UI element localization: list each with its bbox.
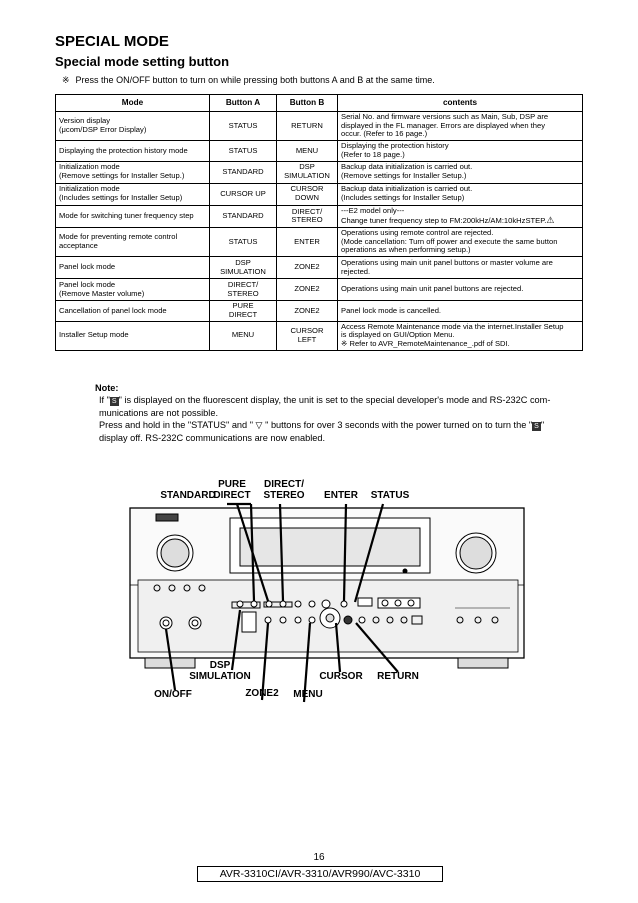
reference-mark-icon: ※ xyxy=(62,75,70,85)
label-on-off: ON/OFF xyxy=(154,689,192,700)
cell-mode: Panel lock mode xyxy=(55,256,210,280)
cell-contents: Operations using main unit panel buttons… xyxy=(337,278,583,302)
cell-button-b: ENTER xyxy=(276,227,338,258)
cell-contents: Access Remote Maintenance mode via the i… xyxy=(337,320,583,351)
label-standard: STANDARD xyxy=(160,490,216,501)
table-row: Initialization mode(Remove settings for … xyxy=(55,160,583,184)
cell-button-b: ZONE2 xyxy=(276,278,338,302)
cell-mode: Initialization mode(Includes settings fo… xyxy=(55,182,210,206)
cell-button-a: STATUS xyxy=(209,110,277,142)
cell-button-a: STANDARD xyxy=(209,160,277,184)
cell-mode: Version display(μcom/DSP Error Display) xyxy=(55,110,210,142)
cell-mode: Panel lock mode(Remove Master volume) xyxy=(55,278,210,302)
table-header-row: Mode Button A Button B contents xyxy=(55,94,583,112)
note-title: Note: xyxy=(95,383,119,393)
instruction-text: Press the ON/OFF button to turn on while… xyxy=(75,75,435,85)
label-direct-stereo: DIRECT/STEREO xyxy=(263,479,305,501)
model-footer: AVR-3310CI/AVR-3310/AVR990/AVC-3310 xyxy=(197,866,443,882)
receiver-front-panel-diagram xyxy=(129,502,525,703)
cell-button-a: MENU xyxy=(209,320,277,351)
cell-mode: Mode for switching tuner frequency step xyxy=(55,204,210,229)
cell-button-b: ZONE2 xyxy=(276,256,338,280)
cell-contents: Operations using remote control are reje… xyxy=(337,227,583,258)
cell-mode: Cancellation of panel lock mode xyxy=(55,300,210,322)
note-line-3: Press and hold in the "STATUS" and " ▽ "… xyxy=(99,420,545,432)
label-status: STATUS xyxy=(370,490,410,501)
cell-contents: Backup data initialization is carried ou… xyxy=(337,160,583,184)
cell-mode: Installer Setup mode xyxy=(55,320,210,351)
header-mode: Mode xyxy=(55,94,210,112)
note-line-4: display off. RS-232C communications are … xyxy=(99,432,326,443)
header-contents: contents xyxy=(337,94,583,112)
cell-button-b: MENU xyxy=(276,140,338,162)
section-title: Special mode setting button xyxy=(55,54,230,69)
page-title: SPECIAL MODE xyxy=(55,33,169,50)
table-row: Initialization mode(Includes settings fo… xyxy=(55,182,583,206)
cell-button-a: STANDARD xyxy=(209,204,277,229)
label-zone2: ZONE2 xyxy=(245,688,279,699)
cell-button-a: STATUS xyxy=(209,140,277,162)
cell-contents: Serial No. and firmware versions such as… xyxy=(337,110,583,142)
cell-mode: Initialization mode(Remove settings for … xyxy=(55,160,210,184)
label-menu: MENU xyxy=(293,689,323,700)
cell-button-a: DIRECT/STEREO xyxy=(209,278,277,302)
label-return: RETURN xyxy=(377,671,419,682)
table-row: Panel lock mode(Remove Master volume)DIR… xyxy=(55,278,583,302)
cell-contents: Operations using main unit panel buttons… xyxy=(337,256,583,280)
special-mode-table: Mode Button A Button B contents Version … xyxy=(55,94,583,351)
cell-contents: Displaying the protection history(Refer … xyxy=(337,140,583,162)
header-button-a: Button A xyxy=(209,94,277,112)
cell-button-a: CURSOR UP xyxy=(209,182,277,206)
label-cursor: CURSOR xyxy=(319,671,363,682)
cell-contents: Panel lock mode is cancelled. xyxy=(337,300,583,322)
page-number: 16 xyxy=(313,852,325,863)
cell-button-b: ZONE2 xyxy=(276,300,338,322)
note-line-2: munications are not possible. xyxy=(99,407,218,418)
cell-button-a: STATUS xyxy=(209,227,277,258)
leader-lines xyxy=(164,502,399,703)
special-mode-badge: S xyxy=(109,397,119,407)
warning-triangle-icon: ⚠ xyxy=(546,215,555,226)
cell-contents: Backup data initialization is carried ou… xyxy=(337,182,583,206)
table-row: Version display(μcom/DSP Error Display)S… xyxy=(55,110,583,142)
instruction: ※ Press the ON/OFF button to turn on whil… xyxy=(62,75,435,86)
special-mode-badge: S xyxy=(532,422,541,432)
cell-contents: ---E2 model only---Change tuner frequenc… xyxy=(337,204,583,229)
label-enter: ENTER xyxy=(324,490,358,501)
cell-button-b: DIRECT/STEREO xyxy=(276,204,338,229)
cell-mode: Displaying the protection history mode xyxy=(55,140,210,162)
note-line-1: If "S" is displayed on the fluorescent d… xyxy=(99,395,551,407)
note-block: Note: If "S" is displayed on the fluores… xyxy=(95,382,595,444)
cell-button-b: RETURN xyxy=(276,110,338,142)
header-button-b: Button B xyxy=(276,94,338,112)
